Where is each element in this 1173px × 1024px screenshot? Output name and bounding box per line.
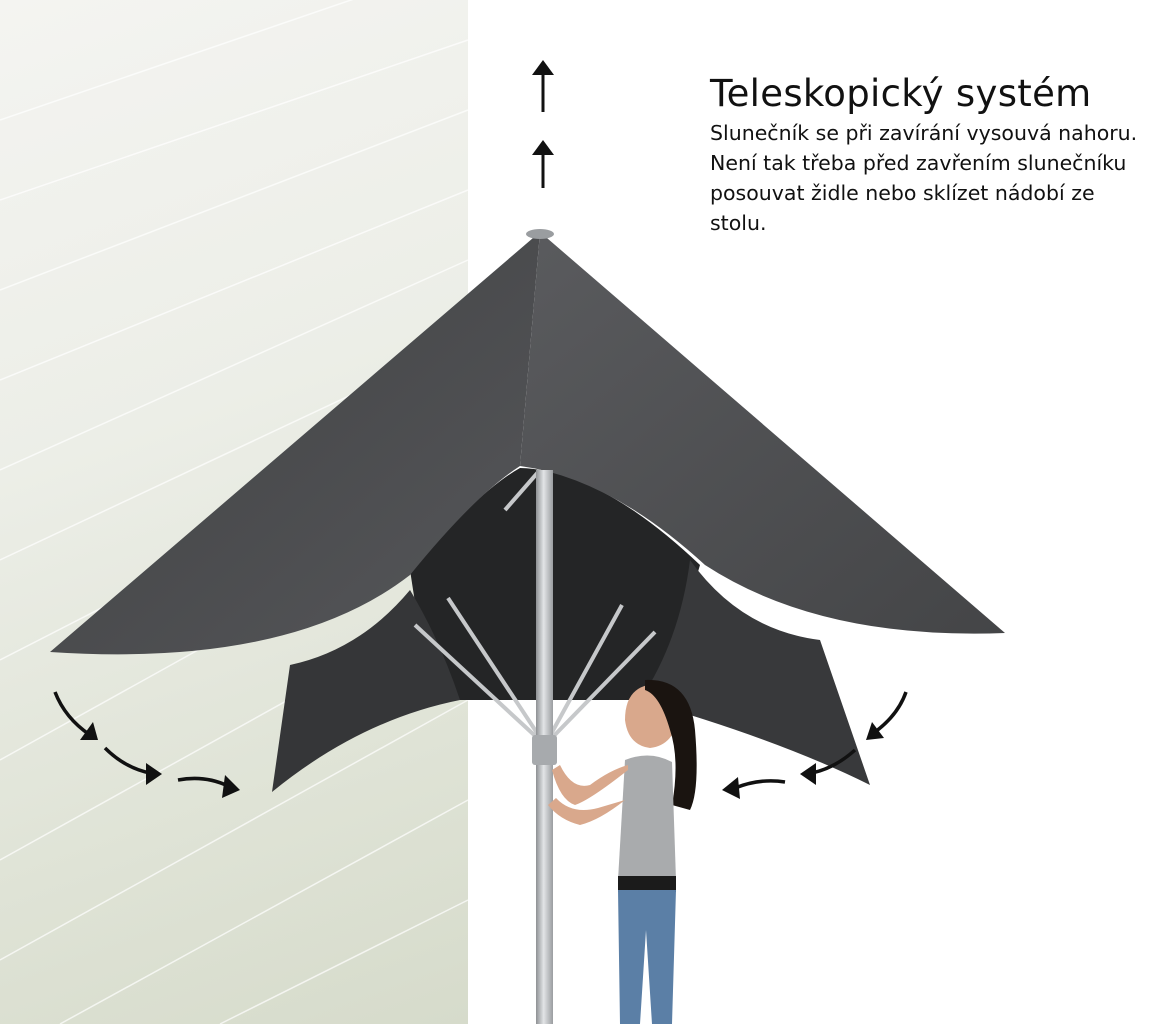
curved-arrow-icon [866, 691, 908, 740]
canopy-flap-left [272, 590, 460, 792]
curved-arrow-icon [53, 691, 98, 740]
feature-description: Teleskopický systém Slunečník se při zav… [710, 70, 1137, 238]
canopy-inner [410, 468, 700, 700]
canopy-right-panel [520, 232, 1005, 634]
up-arrow-icon [532, 60, 554, 112]
curved-arrow-icon [722, 777, 786, 799]
umbrella-top-cap [526, 229, 554, 239]
person-figure [548, 679, 697, 1024]
description-line: posouvat židle nebo sklízet nádobí ze [710, 181, 1095, 205]
description-line: Není tak třeba před zavřením slunečníku [710, 151, 1127, 175]
umbrella-ribs [413, 468, 657, 747]
feature-title: Teleskopický systém [710, 72, 1092, 115]
up-arrow-icon [532, 140, 554, 188]
curved-arrow-icon [177, 775, 240, 798]
canopy-flap-right [640, 560, 870, 785]
description-line: Slunečník se při zavírání vysouvá nahoru… [710, 121, 1138, 145]
pole-hub [532, 735, 557, 765]
curved-arrow-icon [103, 746, 162, 785]
description-line: stolu. [710, 211, 767, 235]
curved-arrow-icon [800, 748, 857, 785]
canopy-left-panel [50, 232, 540, 655]
